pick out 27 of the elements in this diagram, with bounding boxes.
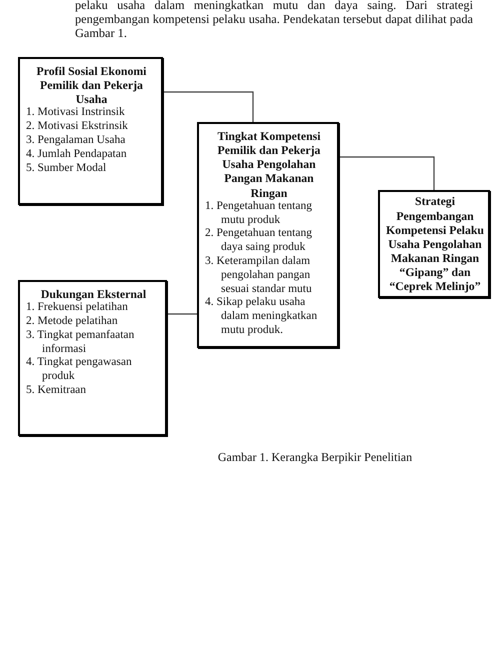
figure-caption: Gambar 1. Kerangka Berpikir Penelitian bbox=[216, 450, 414, 465]
concept-box bbox=[18, 57, 163, 205]
concept-box bbox=[18, 280, 167, 436]
list-item: 2. Pengetahuan tentang daya saing produk bbox=[205, 227, 313, 255]
box-text: Strategi Pengembangan Kompetensi Pelaku Usaha Pengolahan Makanan Ringan “Gipang” dan “Ceprek Melinjo” bbox=[386, 194, 484, 294]
list-item: 4. Sikap pelaku usaha dalam meningkatkan mutu produk. bbox=[205, 296, 318, 338]
connector-line bbox=[167, 313, 197, 315]
list-item: 3. Keterampilan dalam pengolahan pangan sesuai standar mutu bbox=[205, 254, 313, 296]
connector-line bbox=[339, 156, 435, 190]
list-item: 3. Tingkat pemanfaatan informasi bbox=[26, 328, 136, 356]
list-item: 2. Metode pelatihan bbox=[26, 314, 119, 329]
concept-box bbox=[378, 190, 490, 298]
box-heading: Tingkat Kompetensi Pemilik dan Pekerja Usaha Pengolahan Pangan Makanan Ringan bbox=[217, 129, 322, 200]
box-heading: Dukungan Eksternal bbox=[40, 287, 148, 302]
box-heading: Profil Sosial Ekonomi Pemilik dan Pekerja Usaha bbox=[36, 64, 148, 106]
list-item: 5. Kemitraan bbox=[26, 384, 88, 398]
list-item: 1. Frekuensi pelatihan bbox=[26, 301, 129, 315]
body-paragraph: pelaku usaha dalam meningkatkan mutu dan daya saing. Dari strategi pengembangan kompetensi pelaku usaha. Pendekatan tersebut dapat dilihat pada Gambar 1. bbox=[75, 0, 473, 40]
list-item: 2. Motivasi Ekstrinsik bbox=[26, 120, 129, 134]
list-item: 1. Pengetahuan tentang mutu produk bbox=[205, 200, 313, 228]
list-item: 1. Motivasi Instrinsik bbox=[26, 106, 126, 120]
list-item: 4. Jumlah Pendapatan bbox=[26, 148, 128, 162]
list-item: 3. Pengalaman Usaha bbox=[26, 134, 126, 148]
concept-box bbox=[197, 122, 339, 348]
list-item: 5. Sumber Modal bbox=[26, 162, 108, 176]
list-item: 4. Tingkat pengawasan produk bbox=[26, 356, 133, 384]
connector-line bbox=[163, 91, 254, 122]
